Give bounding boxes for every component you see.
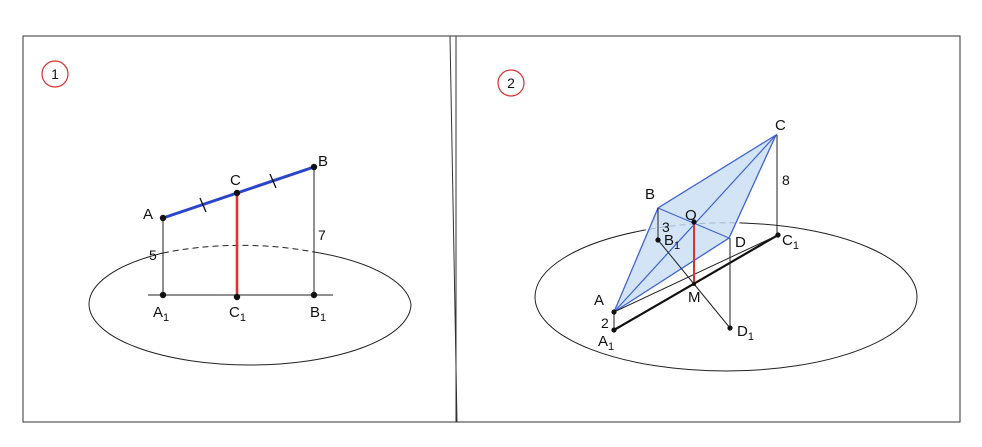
panel-1-plane-ellipse-front xyxy=(88,303,412,366)
panel-2-projection-line-MD1 xyxy=(693,283,731,329)
panel-1-label-C: C xyxy=(230,172,241,189)
panel-2-label-len-B: 3 xyxy=(662,219,670,235)
panel-1-label-B: B xyxy=(318,153,328,170)
panel-2-badge-number: 2 xyxy=(507,75,515,91)
panel-1-label-C1: C1 xyxy=(229,304,246,324)
panel-2-plane-ellipse-back-left xyxy=(534,230,641,298)
panel-2: 2 C 8 B O 3 B1 D xyxy=(497,69,918,372)
panel-1-point-A1 xyxy=(159,291,167,299)
panel-1-plane-ellipse-hidden xyxy=(162,244,315,254)
panel-1-badge-number: 1 xyxy=(51,66,59,82)
panel-1-label-len-B: 7 xyxy=(318,227,326,243)
panel-1-plane-ellipse-side-left xyxy=(88,252,164,305)
panel-1-point-B xyxy=(310,163,318,171)
panel-2-label-C: C xyxy=(775,117,786,134)
panel-1-plane-ellipse-side-right xyxy=(313,251,412,305)
panel-2-point-D1 xyxy=(727,325,733,331)
panel-2-label-C1: C1 xyxy=(782,232,799,252)
panel-2-point-A1 xyxy=(611,327,617,333)
panel-2-point-A xyxy=(611,309,617,315)
panel-1-frame xyxy=(22,35,457,423)
panel-2-label-M: M xyxy=(688,289,701,306)
panel-2-label-A1: A1 xyxy=(598,333,614,353)
panel-1-point-B1 xyxy=(310,291,318,299)
panel-2-projection-line-A1C1 xyxy=(613,234,779,331)
panel-2-label-D1: D1 xyxy=(737,323,754,343)
panel-2-projection-line-AC1 xyxy=(613,234,779,313)
panel-2-label-B1: B1 xyxy=(664,232,680,252)
panel-2-badge-circle xyxy=(497,69,525,97)
panel-1-label-A: A xyxy=(143,206,153,223)
panel-2-projection-line-B1M xyxy=(657,239,695,285)
panel-2-point-C1 xyxy=(775,232,781,238)
panel-1-equal-tick-CB xyxy=(269,173,277,189)
panel-1-equal-tick-AC xyxy=(199,197,207,213)
panel-2-label-B: B xyxy=(645,186,655,203)
panel-2-point-O xyxy=(691,219,697,225)
panel-2-label-len-A: 2 xyxy=(601,315,609,331)
panel-1-label-len-A: 5 xyxy=(149,247,157,263)
panel-2-label-D: D xyxy=(735,234,746,251)
panel-2-label-A: A xyxy=(594,292,604,309)
panel-2-label-O: O xyxy=(685,207,697,224)
panel-1-label-B1: B1 xyxy=(310,304,326,324)
panel-1-point-A xyxy=(159,214,167,222)
panel-2-point-M xyxy=(692,282,696,286)
panel-2-frame xyxy=(449,35,961,423)
panel-1-badge-circle xyxy=(41,60,69,88)
panel-2-plane-ellipse-back-right xyxy=(741,222,918,298)
panel-2-label-len-C: 8 xyxy=(782,172,790,188)
panel-2-point-B1 xyxy=(655,237,661,243)
panel-1-point-C1 xyxy=(233,293,241,301)
panel-1: 1 A C B 5 7 A1 C1 B1 xyxy=(41,60,412,366)
panel-1-label-A1: A1 xyxy=(153,304,169,324)
panel-1-point-C xyxy=(233,189,241,197)
panel-2-plane-ellipse-front xyxy=(534,296,918,372)
